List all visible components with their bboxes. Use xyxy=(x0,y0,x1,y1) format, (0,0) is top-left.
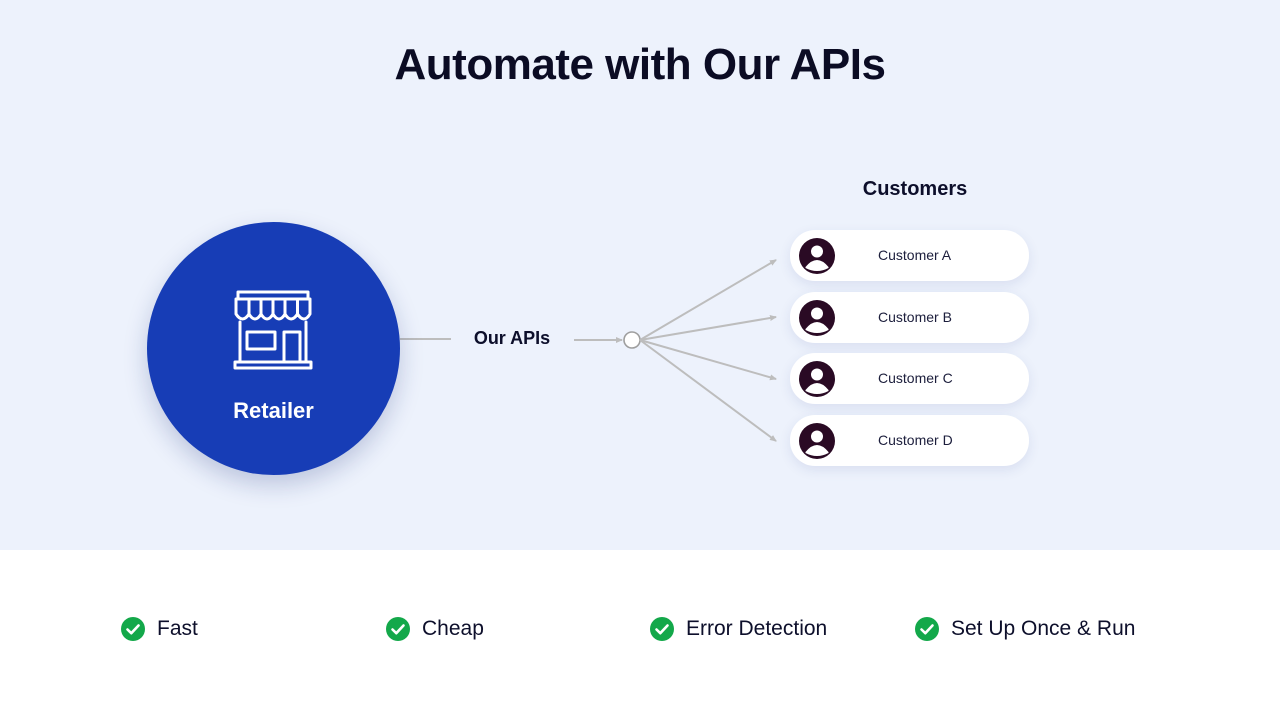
customer-card: Customer C xyxy=(790,353,1029,404)
customer-card: Customer A xyxy=(790,230,1029,281)
feature-item: Set Up Once & Run xyxy=(915,612,1135,646)
retailer-node: Retailer xyxy=(147,222,400,475)
api-label: Our APIs xyxy=(473,328,551,348)
feature-list: Fast Cheap Error Detection Set Up Once &… xyxy=(0,612,1280,646)
customer-card: Customer D xyxy=(790,415,1029,466)
customer-name: Customer A xyxy=(878,247,952,263)
features-area xyxy=(0,550,1280,720)
hub-to-customer-b-arrow xyxy=(639,315,777,341)
storefront-icon xyxy=(233,290,313,370)
feature-label: Set Up Once & Run xyxy=(951,617,1136,640)
user-avatar-icon xyxy=(799,423,835,459)
retailer-label: Retailer xyxy=(233,398,314,423)
connector-lines xyxy=(400,259,777,442)
feature-label: Error Detection xyxy=(686,617,828,640)
page-title: Automate with Our APIs xyxy=(394,40,886,89)
customer-name: Customer C xyxy=(878,370,953,386)
feature-label: Fast xyxy=(157,617,198,640)
check-circle-icon xyxy=(386,617,410,641)
customers-heading: Customers xyxy=(862,178,968,200)
customer-card: Customer B xyxy=(790,292,1029,343)
feature-item: Cheap xyxy=(386,612,484,646)
check-circle-icon xyxy=(121,617,145,641)
hub-to-customer-d-arrow xyxy=(639,339,777,442)
user-avatar-icon xyxy=(799,238,835,274)
distribution-hub xyxy=(623,331,641,349)
check-circle-icon xyxy=(650,617,674,641)
feature-label: Cheap xyxy=(422,617,484,640)
feature-item: Fast xyxy=(121,612,198,646)
hub-to-customer-a-arrow xyxy=(639,259,777,341)
check-circle-icon xyxy=(915,617,939,641)
customer-name: Customer D xyxy=(878,432,953,448)
customer-name: Customer B xyxy=(878,309,952,325)
user-avatar-icon xyxy=(799,361,835,397)
feature-item: Error Detection xyxy=(650,612,827,646)
hub-to-customer-c-arrow xyxy=(639,339,777,381)
user-avatar-icon xyxy=(799,300,835,336)
